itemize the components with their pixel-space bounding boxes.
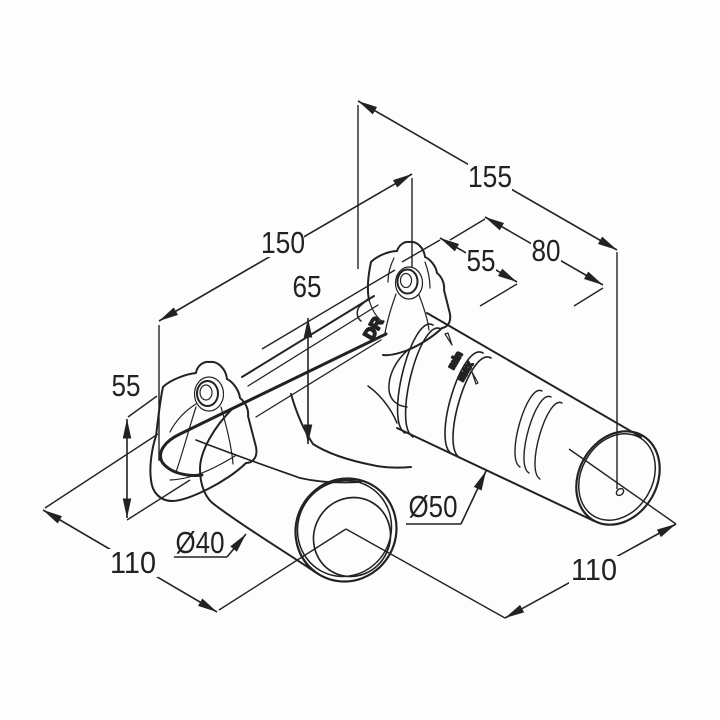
cartridge-face — [575, 430, 661, 526]
dimension-lines — [42, 100, 677, 619]
label-backgrounds — [108, 163, 619, 584]
fixture-body: DR min max — [149, 240, 661, 583]
dim-65-label: 65 — [293, 269, 322, 304]
dim-55-top-label: 55 — [467, 243, 496, 278]
dia-40-label: Ø40 — [176, 525, 225, 560]
left-bracket — [149, 360, 258, 502]
leader-lines — [174, 470, 487, 558]
face-screw-hole — [615, 487, 625, 497]
dim-110-right-label: 110 — [571, 552, 617, 587]
dim-155-label: 155 — [468, 159, 512, 194]
extension-lines — [44, 105, 677, 619]
dim-150-label: 150 — [261, 225, 305, 260]
connecting-rail — [159, 295, 388, 477]
dia-50-label: Ø50 — [409, 489, 458, 524]
cartridge-cylinder — [396, 312, 661, 526]
left-bracket-hole — [196, 380, 219, 407]
dimension-labels: 150 155 80 55 65 55 110 110 Ø40 Ø50 — [110, 159, 617, 587]
bracket-mark-label: DR — [361, 314, 387, 343]
dim-55-left-label: 55 — [112, 368, 141, 403]
dimension-annotations — [42, 100, 677, 619]
spout-cylinder — [195, 393, 412, 583]
left-bracket-boss — [193, 376, 225, 412]
dim-110-left-label: 110 — [110, 545, 156, 580]
dim-80-label: 80 — [532, 233, 561, 268]
